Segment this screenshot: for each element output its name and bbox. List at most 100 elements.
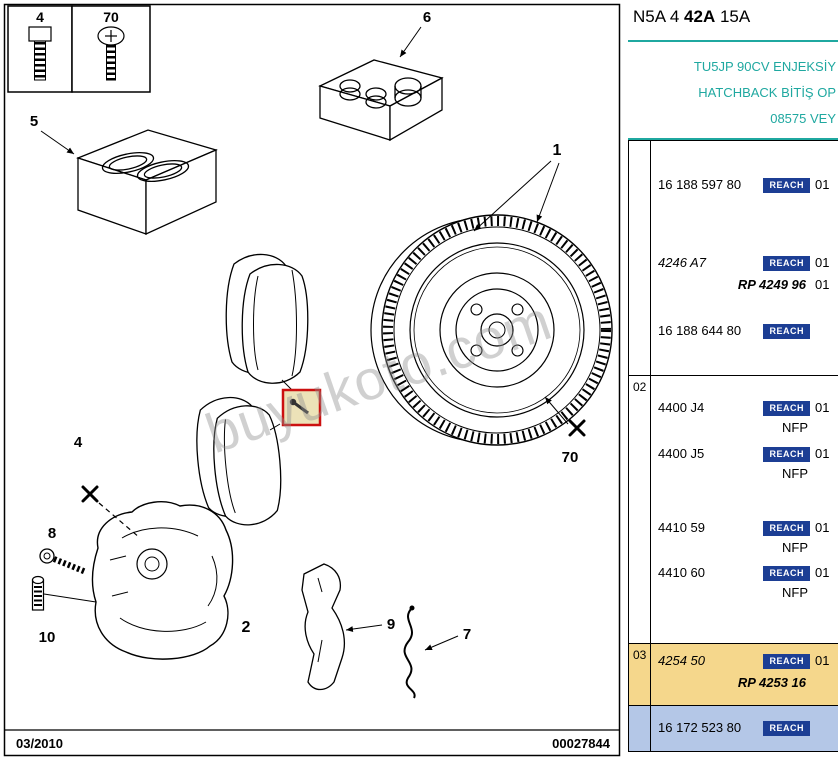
brake-caliper xyxy=(91,501,234,660)
part-row[interactable]: 4400 J5 REACH 01 xyxy=(651,444,838,464)
parts-list-panel: N5A 4 42A 15A TU5JP 90CV ENJEKSİY HATCHB… xyxy=(628,0,838,768)
part-ref: 16 188 597 80 xyxy=(658,177,742,192)
callout-arrow-7 xyxy=(424,635,459,651)
applicability-notes: TU5JP 90CV ENJEKSİY HATCHBACK BİTİŞ OP 0… xyxy=(628,40,838,140)
part-ref: 4410 59 xyxy=(658,520,705,535)
part-qty: 01 xyxy=(815,520,830,535)
callout-arrow-5 xyxy=(40,130,75,155)
parts-section-2: 02 4400 J4 REACH 01 NFP 4400 J5 REACH 01… xyxy=(629,375,838,643)
part-row[interactable]: 16 188 597 80 REACH 01 xyxy=(651,175,838,195)
callout-guide-mark: 4 xyxy=(74,434,83,451)
parts-section-3-highlighted: 03 4254 50 REACH 01 RP 4253 16 xyxy=(629,643,838,705)
callout-bleed-screw: 10 xyxy=(39,629,56,646)
callout-piston-kit: 6 xyxy=(423,9,431,26)
footer-date: 03/2010 xyxy=(16,736,63,751)
callout-spring-clip: 7 xyxy=(463,626,471,643)
brake-disc xyxy=(370,214,613,446)
part-note: NFP xyxy=(782,585,808,600)
replacement-ref: RP 4253 16 xyxy=(737,675,806,690)
note-line-1: TU5JP 90CV ENJEKSİY xyxy=(693,59,836,74)
part-row[interactable]: 16 172 523 80 REACH xyxy=(651,718,838,738)
reach-badge[interactable]: REACH xyxy=(763,565,810,581)
caliper-bracket xyxy=(301,563,346,691)
ref-prefix: N5A 4 xyxy=(633,7,685,26)
section-gutter-3: 03 xyxy=(629,644,651,705)
part-qty: 01 xyxy=(815,653,830,668)
part-qty: 01 xyxy=(815,177,830,192)
reach-badge[interactable]: REACH xyxy=(763,520,810,536)
parts-table: 16 188 597 80 REACH 01 4246 A7 REACH 01 … xyxy=(628,140,838,752)
callout-box-bolt: 4 xyxy=(36,9,44,25)
replacement-ref-row: RP 4253 16 xyxy=(651,673,838,693)
section-gutter-1 xyxy=(629,141,651,375)
diagram-frame xyxy=(3,3,621,757)
footer-doc-number: 00027844 xyxy=(552,736,611,751)
part-ref: 4400 J4 xyxy=(658,400,705,415)
part-ref: 16 188 644 80 xyxy=(658,323,742,338)
callout-arrow-6 xyxy=(399,26,422,58)
part-row[interactable]: 4410 60 REACH 01 xyxy=(651,563,838,583)
page-reference: N5A 4 42A 15A xyxy=(628,0,838,40)
part-note: NFP xyxy=(782,540,808,555)
exploded-diagram: buyukoto.com 4 70 5 6 1 2 4 8 9 10 7 70 … xyxy=(3,3,621,757)
reach-badge[interactable]: REACH xyxy=(763,323,810,339)
callout-caliper: 2 xyxy=(242,619,251,636)
part-qty: 01 xyxy=(815,446,830,461)
part-row[interactable]: 16 188 644 80 REACH xyxy=(651,321,838,341)
reach-badge[interactable]: REACH xyxy=(763,720,810,736)
part-qty: 01 xyxy=(815,255,830,270)
guide-bolt xyxy=(39,548,88,575)
diagram-svg: buyukoto.com 4 70 5 6 1 2 4 8 9 10 7 70 … xyxy=(3,3,621,757)
parts-section-1: 16 188 597 80 REACH 01 4246 A7 REACH 01 … xyxy=(629,141,838,375)
brake-pads-upper xyxy=(225,253,309,384)
part-note: NFP xyxy=(782,420,808,435)
wear-sensor-highlight[interactable] xyxy=(281,388,322,427)
fastener-leader-70 xyxy=(544,396,569,425)
callout-arrow-9 xyxy=(345,624,383,633)
fastener-mark-4 xyxy=(81,485,99,503)
callout-arrow-1b xyxy=(536,162,560,223)
part-row-selected[interactable]: 4254 50 REACH 01 xyxy=(651,651,838,671)
section-gutter-2: 02 xyxy=(629,376,651,643)
pad-spring-clip xyxy=(403,605,416,699)
reach-badge[interactable]: REACH xyxy=(763,177,810,193)
callout-disc: 1 xyxy=(553,142,562,159)
callout-seal-kit: 5 xyxy=(30,113,38,130)
part-ref: 4400 J5 xyxy=(658,446,705,461)
legend-box-screw xyxy=(71,5,151,93)
bleed-screw xyxy=(31,575,97,611)
section-gutter-4 xyxy=(629,706,651,751)
ref-figure: 42A xyxy=(684,7,716,26)
piston-kit-box xyxy=(318,59,444,142)
seal-kit-box xyxy=(76,129,218,236)
ref-suffix: 15A xyxy=(715,7,751,26)
brake-pads-lower xyxy=(196,396,282,526)
part-row[interactable]: 4246 A7 REACH 01 xyxy=(651,253,838,273)
reach-badge[interactable]: REACH xyxy=(763,446,810,462)
part-qty: 01 xyxy=(815,400,830,415)
parts-section-4-highlighted: 16 172 523 80 REACH xyxy=(629,705,838,751)
callout-box-screw: 70 xyxy=(103,9,119,25)
fastener-mark-70 xyxy=(568,419,586,437)
reach-badge[interactable]: REACH xyxy=(763,255,810,271)
replacement-ref: RP 4249 96 xyxy=(737,277,806,292)
part-ref: 4246 A7 xyxy=(658,255,706,270)
legend-box-bolt xyxy=(7,5,73,93)
part-note: NFP xyxy=(782,466,808,481)
callout-bracket: 9 xyxy=(387,616,395,633)
part-row[interactable]: 4400 J4 REACH 01 xyxy=(651,398,838,418)
callout-disc-bolt: 70 xyxy=(562,449,579,466)
callout-guide-bolt: 8 xyxy=(48,525,56,542)
part-ref: 4410 60 xyxy=(658,565,705,580)
reach-badge[interactable]: REACH xyxy=(763,400,810,416)
part-qty: 01 xyxy=(815,565,830,580)
note-line-3: 08575 VEY xyxy=(770,111,836,126)
reach-badge[interactable]: REACH xyxy=(763,653,810,669)
part-row[interactable]: 4410 59 REACH 01 xyxy=(651,518,838,538)
note-line-2: HATCHBACK BİTİŞ OP xyxy=(698,85,836,100)
sensor-leader-line-2 xyxy=(269,423,281,431)
part-ref: 4254 50 xyxy=(658,653,705,668)
part-qty: 01 xyxy=(815,277,830,292)
callout-arrow-1a xyxy=(473,160,552,232)
